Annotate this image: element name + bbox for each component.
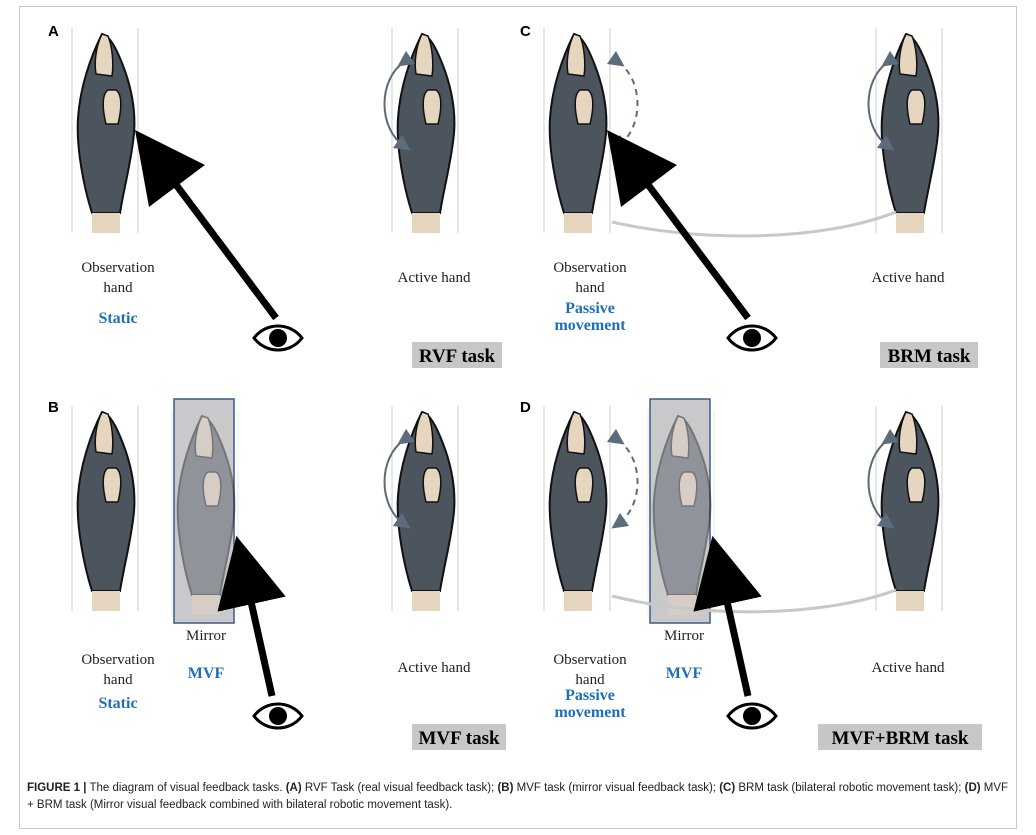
panel-b-observation-hand: [71, 405, 139, 612]
panel-a-letter: A: [48, 23, 59, 40]
panel-c-robot-link: [611, 210, 897, 238]
figure-caption: FIGURE 1 | The diagram of visual feedbac…: [27, 780, 1012, 814]
panel-c-passive-motion-arrow: [606, 50, 639, 151]
panel-d-observation-hand: [543, 405, 611, 612]
panel-d-active-hand: [875, 405, 943, 612]
panel-b-mirror-state: MVF: [188, 665, 225, 682]
panel-b-active-hand: [391, 405, 459, 612]
panel-b-active-label: Active hand: [398, 660, 471, 676]
caption-figure-label: FIGURE 1 |: [27, 782, 87, 794]
panel-c-letter: C: [520, 23, 531, 40]
panel-c-task-badge: [880, 342, 978, 368]
caption-c-text: BRM task (bilateral robotic movement tas…: [735, 782, 965, 794]
panel-c-observation-hand: [543, 27, 611, 234]
panel-b-task-badge: [412, 724, 506, 750]
panel-b-obs-label-2: hand: [103, 672, 133, 688]
panel-c-state: Passive: [565, 300, 615, 317]
panel-d-letter: D: [520, 399, 531, 416]
panel-b-letter: B: [48, 399, 59, 416]
panel-d-obs-label-2: hand: [575, 672, 605, 688]
panel-d-task: MVF+BRM task: [832, 728, 969, 749]
panel-b-task: MVF task: [418, 728, 500, 749]
panel-c-task: BRM task: [888, 346, 971, 367]
panel-c-obs-label-2: hand: [575, 280, 605, 296]
caption-b-tag: (B): [497, 782, 514, 794]
panel-b-obs-label: Observation: [81, 652, 155, 668]
panel-d-active-motion-arrow: [867, 428, 900, 529]
panel-a-obs-label: Observation: [81, 260, 155, 276]
panel-b-active-motion-arrow: [383, 428, 416, 529]
panel-d-mirror-state: MVF: [666, 665, 703, 682]
panel-a-observation-hand: [71, 27, 139, 234]
panel-b-gaze-arrow: [217, 535, 286, 697]
panel-d-state: Passive: [565, 687, 615, 704]
panel-d-active-label: Active hand: [872, 660, 945, 676]
eye-icon: [726, 702, 778, 730]
caption-c-tag: (C): [719, 782, 736, 794]
panel-c-active-label: Active hand: [872, 270, 945, 286]
panel-a-active-label: Active hand: [398, 270, 471, 286]
caption-b-text: MVF task (mirror visual feedback task);: [513, 782, 720, 794]
panel-b-mirror-label: Mirror: [186, 628, 226, 644]
figure-frame: [19, 6, 1017, 829]
caption-a-text: RVF Task (real visual feedback task);: [301, 782, 498, 794]
panel-c-active-motion-arrow: [867, 50, 900, 151]
panel-d-passive-motion-arrow: [606, 428, 639, 529]
panel-a-active-hand: [391, 27, 459, 234]
panel-d-state-2: movement: [554, 704, 626, 721]
caption-a-tag: (A): [285, 782, 302, 794]
panel-a-gaze-arrow: [135, 130, 279, 321]
eye-icon: [726, 324, 778, 352]
eye-icon: [252, 702, 304, 730]
panel-c-state-2: movement: [554, 317, 626, 334]
caption-d-text: MVF + BRM task (Mirror visual feedback c…: [27, 782, 1009, 811]
eye-icon: [252, 324, 304, 352]
panel-a-task: RVF task: [419, 346, 496, 367]
panel-b-state: Static: [98, 695, 137, 712]
panel-a-task-badge: [412, 342, 502, 368]
panel-a-obs-label-2: hand: [103, 280, 133, 296]
panel-d-task-badge: [818, 724, 982, 750]
panel-c-active-hand: [875, 27, 943, 234]
panel-a-state: Static: [98, 310, 137, 327]
caption-d-tag: (D): [964, 782, 981, 794]
panel-c-gaze-arrow: [607, 130, 751, 321]
panel-a-active-motion-arrow: [383, 50, 416, 151]
panel-d-obs-label: Observation: [553, 652, 627, 668]
panel-d-mirror-label: Mirror: [664, 628, 704, 644]
caption-text: The diagram of visual feedback tasks.: [86, 782, 286, 794]
panel-d-gaze-arrow: [693, 535, 762, 697]
panel-c-obs-label: Observation: [553, 260, 627, 276]
